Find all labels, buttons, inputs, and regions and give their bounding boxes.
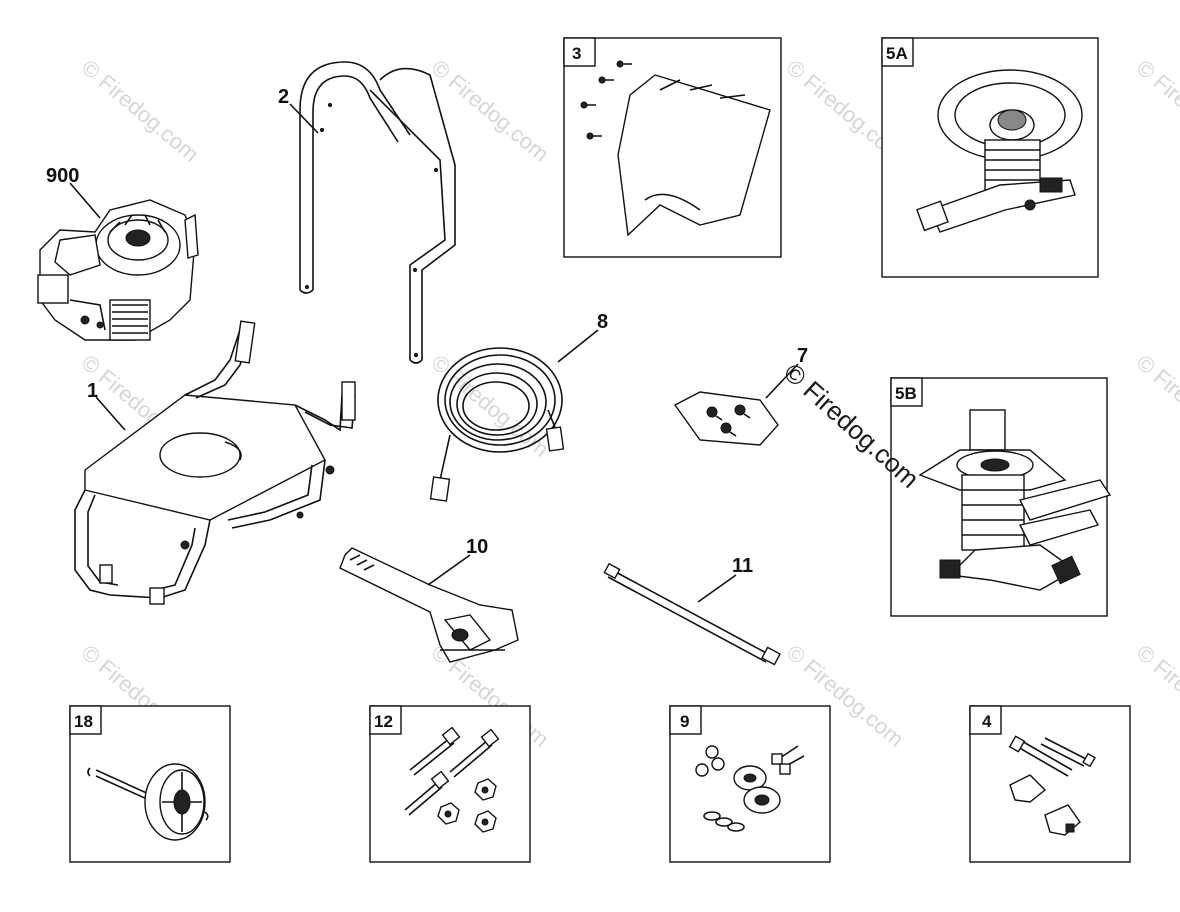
watermark-tile: © Firedog.com [1132,55,1180,167]
callout-11: 11 [732,555,753,577]
part-box-12: 12 [369,705,531,863]
box-label-5b: 5B [895,384,917,403]
watermark-tile: © Firedog.com [1132,640,1180,752]
box-label-9: 9 [680,712,689,731]
callout-7: 7 [797,345,808,367]
box-label-3: 3 [572,44,581,63]
box-label-12: 12 [374,712,393,731]
part-box-3: 3 [563,37,782,258]
engine-part [37,199,199,341]
part-box-5a: 5A [881,37,1099,278]
box-label-5a: 5A [886,44,908,63]
part-box-4: 4 [969,705,1131,863]
part-box-18: 18 [69,705,231,863]
spray-gun-part [339,547,519,663]
callout-numbers: 900 1 2 8 7 10 11 [46,86,808,577]
box-label-4: 4 [982,712,992,731]
hose-part [429,347,565,502]
leader-lines [69,103,799,603]
handle-part [299,61,456,364]
callout-2: 2 [278,86,289,108]
watermark-tile: © Firedog.com [77,55,204,167]
watermark-tile: © Firedog.com [427,55,554,167]
part-box-5b: 5B [890,377,1112,617]
frame-part [74,320,356,605]
callout-8: 8 [597,311,608,333]
hardware-bag-part [673,391,779,446]
callout-1: 1 [87,380,98,402]
wand-part [603,562,781,666]
callout-900: 900 [46,165,79,187]
watermark-tile: © Firedog.com [1132,350,1180,462]
box-label-18: 18 [74,712,93,731]
callout-10: 10 [466,536,488,558]
part-box-9: 9 [669,705,831,863]
